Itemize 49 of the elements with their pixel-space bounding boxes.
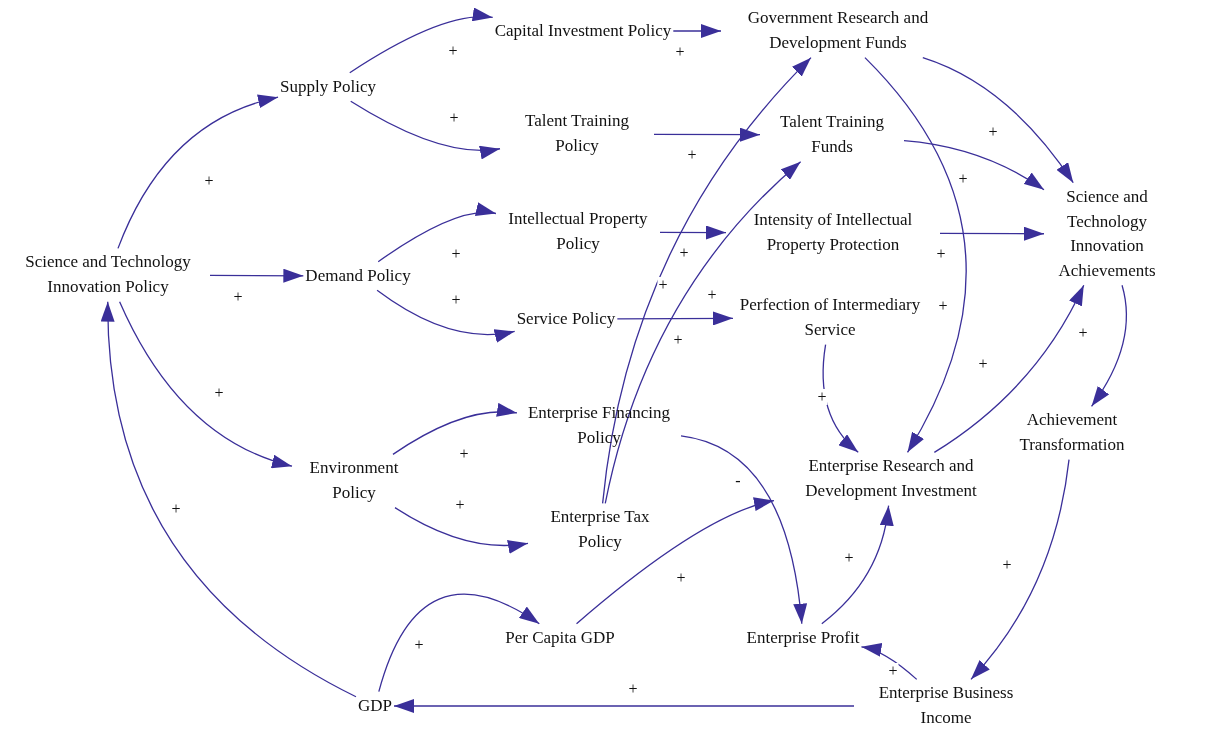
variable-label: Science and Technology Innovation Policy — [8, 250, 208, 300]
arrow — [939, 226, 1045, 241]
variable-label: Science and Technology Innovation Achievements — [1046, 184, 1168, 284]
arrow — [821, 505, 894, 625]
variable-label: Intensity of Intellectual Property Protection — [728, 208, 938, 258]
variable-label: Capital Investment Policy — [494, 18, 672, 44]
arrow — [680, 435, 807, 625]
arrow — [860, 643, 918, 680]
polarity-label: + — [816, 389, 828, 405]
arrow — [101, 301, 357, 698]
variable-label: Demand Policy — [305, 263, 411, 289]
variable-label: GDP — [358, 693, 392, 719]
variable-label: Per Capita GDP — [505, 625, 615, 651]
arrow — [604, 161, 802, 504]
arrow — [653, 127, 761, 142]
arrow — [601, 57, 812, 504]
arrow — [1090, 284, 1128, 407]
arrow — [822, 344, 859, 453]
arrow — [392, 403, 518, 455]
arrow — [672, 24, 722, 38]
arrow — [616, 311, 734, 326]
arrow — [970, 459, 1070, 680]
arrow — [377, 203, 497, 263]
arrow — [349, 8, 494, 74]
arrow — [350, 100, 501, 159]
variable-label: Intellectual Property Policy — [498, 207, 658, 257]
variable-label: Environment Policy — [294, 456, 414, 506]
variable-label: Enterprise Business Income — [856, 681, 1036, 731]
arrow — [393, 699, 855, 713]
arrow — [575, 498, 775, 625]
arrow — [209, 268, 304, 283]
arrow — [903, 140, 1045, 191]
arrow — [864, 57, 967, 453]
variable-label: Enterprise Tax Policy — [530, 505, 670, 555]
arrow — [933, 284, 1085, 453]
variable-label: Government Research and Development Funds — [723, 6, 953, 56]
arrow — [378, 593, 540, 693]
variable-label: Enterprise Profit — [746, 625, 860, 651]
arrow — [659, 225, 727, 240]
arrow — [922, 57, 1074, 184]
variable-label: Perfection of Intermediary Service — [735, 293, 925, 343]
arrow — [118, 301, 293, 468]
arrow — [117, 95, 279, 249]
variable-label: Supply Policy — [280, 74, 376, 100]
variable-label: Talent Training Policy — [502, 109, 652, 159]
arrow — [394, 507, 529, 554]
variable-label: Service Policy — [516, 306, 616, 332]
variable-label: Talent Training Funds — [762, 110, 902, 160]
arrow — [376, 289, 516, 342]
